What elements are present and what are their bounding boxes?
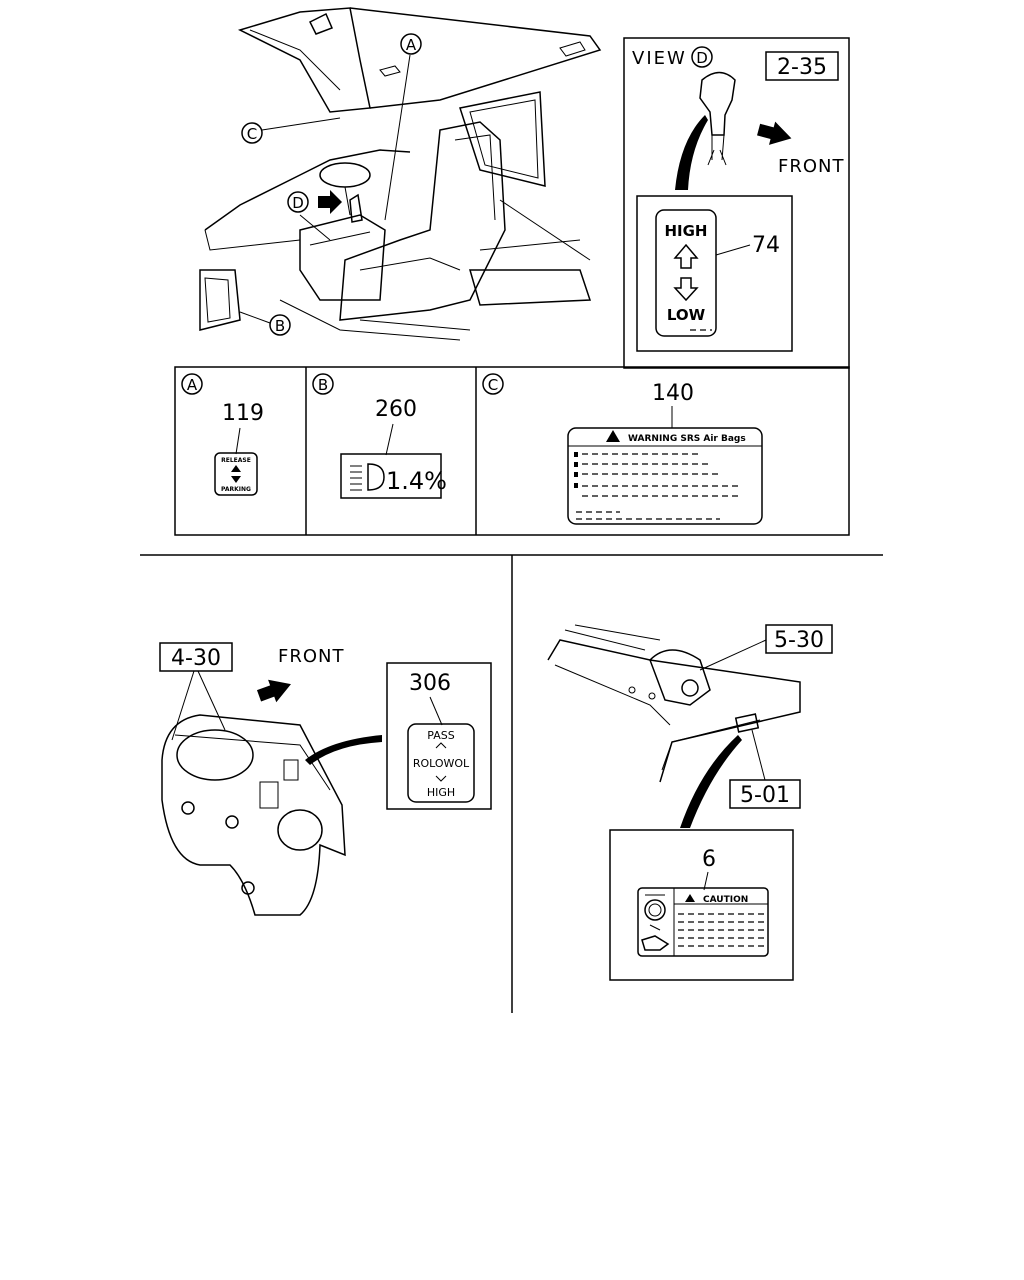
view-d-label: VIEW <box>632 48 687 69</box>
detail-c-header: WARNING SRS Air Bags <box>628 434 746 444</box>
detail-b-circle-label: B <box>318 376 328 394</box>
bottom-left-section: 4-30 FRONT 306 PASS ROLOWOL HIGH <box>159 642 492 916</box>
part-306: 306 <box>409 671 451 696</box>
detail-a-circle-label: A <box>187 376 198 394</box>
view-d-front: FRONT <box>778 156 845 177</box>
bottom-right-section: 5-30 5-01 6 CAUTION <box>547 624 833 981</box>
release-text: RELEASE <box>221 457 251 464</box>
label-pass-text: PASS <box>427 729 454 742</box>
ref-5-01: 5-01 <box>740 783 790 808</box>
callout-d-circle <box>287 191 309 213</box>
detail-c-circle-label: C <box>488 376 498 394</box>
ref-4-30: 4-30 <box>171 646 221 671</box>
part-260: 260 <box>375 397 417 422</box>
label-rolowol-text: ROLOWOL <box>413 757 470 770</box>
detail-panels: A 119 RELEASE PARKING B 260 1.4% C 140 <box>174 366 850 536</box>
view-d-circle-label: D <box>696 49 708 67</box>
view-d-ref: 2-35 <box>777 55 827 80</box>
label-high-bottom-text: HIGH <box>427 786 455 799</box>
bottom-left-front: FRONT <box>278 646 345 667</box>
label-high-text: HIGH <box>664 222 707 240</box>
detail-b-text: 1.4% <box>386 467 447 495</box>
callout-a-label: A <box>406 36 417 54</box>
part-74: 74 <box>752 233 780 258</box>
detail-b: B 260 1.4% <box>312 373 447 499</box>
caution-header: CAUTION <box>703 895 748 905</box>
detail-c: C 140 WARNING SRS Air Bags <box>482 373 763 525</box>
part-119: 119 <box>222 401 264 426</box>
ref-5-30: 5-30 <box>774 628 824 653</box>
label-low-text: LOW <box>667 306 706 324</box>
callout-a-circle <box>400 33 422 55</box>
callout-b-circle <box>269 314 291 336</box>
cab-interior-illustration: A C D B <box>199 7 602 341</box>
parking-text: PARKING <box>221 486 251 493</box>
detail-a: A 119 RELEASE PARKING <box>181 373 264 496</box>
part-140: 140 <box>652 381 694 406</box>
callout-d-label: D <box>292 194 304 212</box>
callout-c-label: C <box>247 125 257 143</box>
callout-b-label: B <box>275 317 285 335</box>
part-6: 6 <box>702 847 716 872</box>
view-d-panel: VIEW D 2-35 FRONT HIGH LOW 74 <box>623 37 850 369</box>
callout-c-circle <box>241 122 263 144</box>
